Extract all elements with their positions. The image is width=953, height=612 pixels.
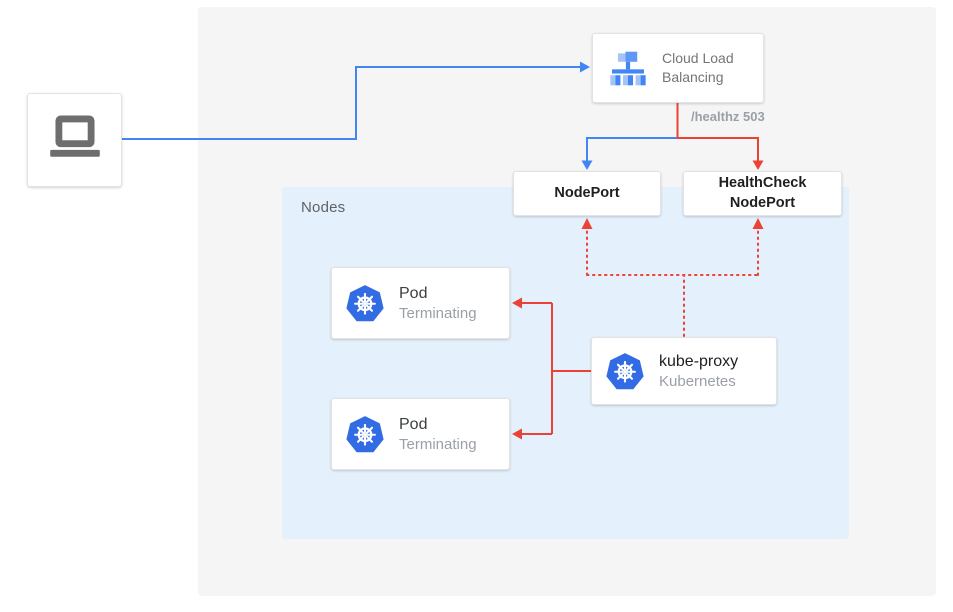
kubernetes-icon (346, 285, 384, 322)
load-balancer-card: Cloud Load Balancing (592, 33, 764, 103)
cloud-load-balancing-icon (610, 51, 646, 85)
pod-title: Pod (399, 284, 428, 302)
pod-status: Terminating (399, 304, 477, 322)
load-balancer-label: Cloud Load Balancing (662, 50, 734, 85)
laptop-icon (49, 115, 100, 157)
healthz-status-label: /healthz 503 (691, 109, 765, 124)
pod-status: Terminating (399, 435, 477, 453)
healthcheck-nodeport-card: HealthCheck NodePort (683, 171, 842, 216)
kube-proxy-title: kube-proxy (659, 352, 739, 370)
kube-proxy-card: kube-proxy Kubernetes (591, 337, 777, 405)
pod-title: Pod (399, 415, 428, 433)
nodeport-label: NodePort (554, 184, 620, 201)
healthcheck-nodeport-label-line1: HealthCheck (718, 175, 807, 192)
kubernetes-icon (606, 353, 644, 390)
kube-proxy-subtitle: Kubernetes (659, 372, 736, 390)
nodes-label: Nodes (301, 199, 346, 216)
nodeport-card: NodePort (513, 171, 661, 216)
healthcheck-nodeport-label-line2: NodePort (729, 194, 796, 211)
kubernetes-icon (346, 416, 384, 453)
pod-card-2: Pod Terminating (331, 398, 510, 470)
client-card (27, 93, 122, 187)
pod-card-1: Pod Terminating (331, 267, 510, 339)
